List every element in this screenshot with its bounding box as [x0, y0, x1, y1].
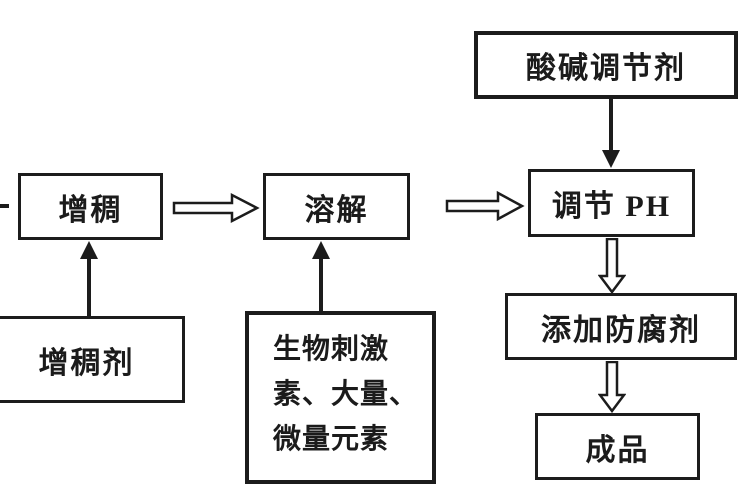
solid-up-arrow-icon: [312, 241, 330, 311]
solid-down-arrow-icon: [602, 99, 620, 168]
node-add-preservative: 添加防腐剂: [505, 293, 737, 360]
left-edge-arrow-fragment-icon: [0, 204, 9, 208]
node-biostimulant-elements: 生物刺激 素、大量、 微量元素: [245, 311, 436, 484]
node-biostimulant-line1: 生物刺激: [273, 334, 390, 365]
node-adjust-ph: 调节 PH: [528, 169, 695, 237]
node-biostimulant-line2: 素、大量、: [273, 379, 419, 410]
node-biostimulant-line3: 微量元素: [273, 424, 390, 455]
node-finished-product: 成品: [535, 413, 700, 480]
hollow-down-arrow-icon: [598, 361, 626, 413]
hollow-right-arrow-icon: [172, 192, 260, 224]
solid-up-arrow-icon: [80, 241, 98, 316]
node-thicken: 增稠: [18, 173, 163, 240]
node-acid-base-regulator: 酸碱调节剂: [474, 31, 738, 99]
hollow-down-arrow-icon: [598, 238, 626, 294]
node-dissolve: 溶解: [263, 173, 410, 240]
node-thickener: 增稠剂: [0, 316, 185, 403]
hollow-right-arrow-icon: [445, 190, 525, 222]
